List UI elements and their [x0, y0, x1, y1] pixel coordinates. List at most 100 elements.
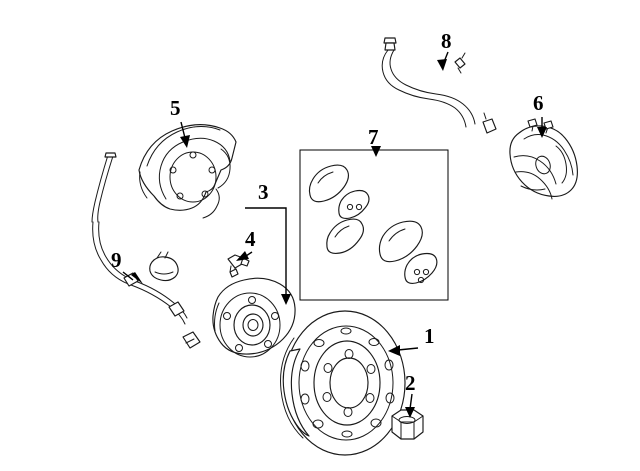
rotor-lug-hole-4	[343, 407, 353, 417]
arrowhead-5	[180, 135, 190, 148]
brake-pad-inner-1-hole-b	[355, 203, 363, 211]
brake-hose-caliper-stem	[483, 112, 487, 120]
splash-shield-bolt-1	[189, 151, 197, 159]
rotor-edge-line	[280, 337, 304, 439]
rotor-vent-2	[368, 338, 380, 346]
rotor-lug-hole-3	[365, 393, 375, 403]
brake-hose-line-b	[389, 49, 476, 125]
brake-pad-inner-2-hole-a	[413, 268, 421, 276]
leader-2	[409, 393, 413, 410]
abs-speed-sensor	[91, 152, 201, 349]
hub-stud-5	[223, 312, 231, 320]
brake-hose-line-a	[381, 49, 467, 128]
brake-pad-inner-1-hole-a	[346, 203, 354, 211]
hub-stud-1	[248, 296, 256, 304]
brake-pad-outer-2-detail	[334, 225, 350, 238]
rotor-edge-thickness	[282, 348, 310, 437]
bleeder-screw-tip	[229, 268, 239, 278]
brake-pad-outer-1-detail	[317, 171, 334, 184]
brake-caliper	[509, 118, 578, 200]
rotor-center-bore	[329, 357, 369, 409]
brake-pad-outer-1	[308, 164, 350, 203]
caliper-lower-rib	[515, 171, 553, 200]
rotor-vent-10	[313, 339, 325, 347]
splash-shield-inner-ring	[158, 137, 231, 200]
hub-center-bore-inner	[247, 319, 259, 331]
rotor-vent-1	[340, 327, 352, 335]
abs-harness-tip	[104, 152, 117, 158]
leader-9	[122, 271, 134, 281]
rotor-vent-3	[384, 359, 394, 371]
brake-bleeder-screw	[227, 254, 250, 278]
callout-label-7: 7	[368, 125, 379, 149]
abs-sensor-connector	[149, 256, 179, 282]
arrowhead-7	[371, 146, 381, 157]
axle-nut	[391, 409, 424, 440]
caliper-piston-bore	[535, 155, 551, 175]
leader-1	[397, 347, 419, 351]
arrowhead-2	[405, 407, 415, 418]
rotor-lug-hole-2	[366, 364, 376, 374]
rotor-vent-8	[300, 393, 310, 405]
rotor-vent-9	[300, 360, 310, 372]
rotor-vane-ring	[298, 325, 394, 441]
callout-label-4: 4	[245, 227, 256, 251]
splash-shield-left-edge	[139, 171, 148, 199]
callout-label-5: 5	[170, 96, 181, 120]
brake-pad-inner-2-hole-c	[417, 276, 425, 284]
splash-shield-bolt-3	[201, 190, 209, 198]
rotor-lug-hole-6	[323, 363, 333, 373]
axle-nut-facets	[400, 421, 415, 440]
arrowhead-9	[131, 272, 143, 284]
arrowhead-4	[236, 251, 249, 261]
brake-hose-caliper-fitting	[482, 118, 497, 134]
axle-nut-body	[391, 409, 424, 440]
caliper-bolt-head-1	[527, 118, 538, 128]
caliper-top-rib	[523, 134, 574, 176]
brake-pad-set	[299, 149, 449, 301]
rotor-vent-7	[312, 419, 324, 429]
abs-sensor-connector-pins	[156, 251, 169, 259]
axle-nut-bore	[398, 416, 416, 424]
brake-rotor-disc	[280, 310, 406, 456]
abs-harness-wire-upper-a	[97, 155, 114, 223]
callout-label-6: 6	[533, 91, 544, 115]
arrowhead-8	[437, 59, 447, 71]
abs-sensor-connector-line	[154, 271, 174, 275]
callout-leaders	[122, 51, 547, 418]
arrowhead-1	[388, 345, 400, 356]
brake-hose-bracket-tabs	[457, 52, 466, 74]
brake-hose-end-fitting	[383, 37, 397, 44]
brake-pad-outer-3	[378, 220, 423, 263]
caliper-body	[509, 125, 578, 197]
brake-pad-outer-2	[326, 218, 365, 254]
callout-label-9: 9	[111, 248, 122, 272]
callout-label-2: 2	[405, 371, 416, 395]
abs-cable-clip-2	[168, 301, 185, 317]
brake-hose-nut	[384, 42, 396, 51]
hub-shoulder-line	[214, 302, 220, 332]
hub-center-bore	[242, 313, 264, 337]
arrowhead-3	[281, 294, 291, 305]
caliper-mid-rib	[513, 155, 557, 185]
rotor-vent-6	[341, 430, 353, 438]
rotor-vent-5	[370, 418, 382, 428]
abs-sensor-tip-detail	[185, 338, 195, 344]
brake-hose	[381, 37, 497, 134]
splash-shield-outer-rib	[146, 126, 221, 167]
callout-label-3: 3	[258, 180, 269, 204]
hub-stud-3	[264, 340, 272, 348]
splash-shield-lower-fold	[202, 188, 220, 219]
callout-label-8: 8	[441, 29, 452, 53]
leader-5	[180, 121, 186, 139]
brake-pad-outer-3-detail	[388, 228, 406, 242]
rotor-vent-4	[385, 392, 395, 404]
splash-shield-edge-fold	[217, 148, 231, 189]
splash-shield	[138, 124, 237, 219]
splash-shield-bolt-4	[176, 192, 184, 200]
hub-stud-4	[235, 344, 243, 352]
leader-3	[245, 207, 287, 296]
wheel-hub-bearing	[212, 277, 296, 358]
splash-shield-body	[138, 124, 237, 211]
